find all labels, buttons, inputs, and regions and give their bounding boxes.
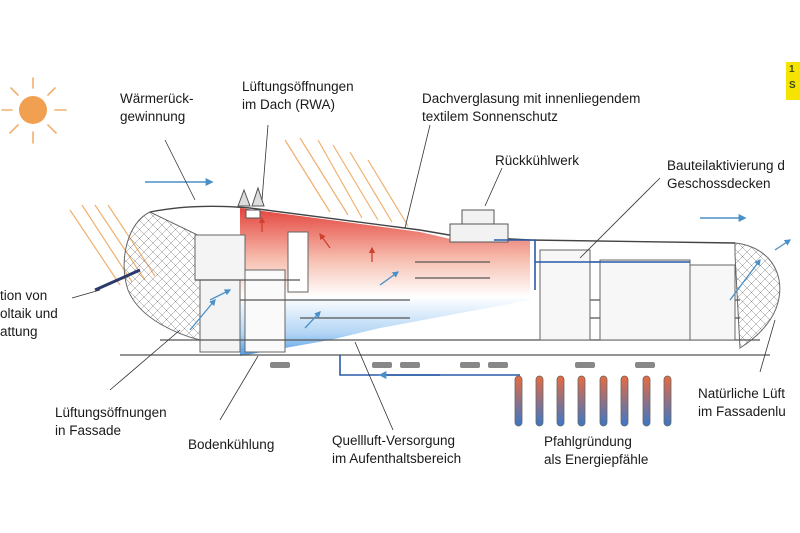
- label-roof-vents-1: Lüftungsöffnungen: [242, 79, 354, 94]
- label-roof-glazing-2: textilem Sonnenschutz: [422, 109, 558, 124]
- sun-icon: [1, 77, 67, 144]
- logo: 1 S: [786, 62, 800, 100]
- label-heat-recovery-1: Wärmerück-: [120, 91, 194, 106]
- left-facade-shell: [123, 211, 209, 341]
- label-displacement-1: Quellluft-Versorgung: [332, 433, 456, 448]
- leader-lines: [71, 124, 776, 431]
- pv-panel: [94, 268, 141, 292]
- right-facade-shell: [734, 242, 781, 349]
- label-pv-1: tion von: [0, 288, 48, 303]
- cooling-pipe: [339, 239, 690, 376]
- label-floor-cooling: Bodenkühlung: [188, 437, 275, 452]
- logo-line2: S: [789, 80, 796, 91]
- car-icon: [270, 362, 655, 368]
- solar-rays-roof: [284, 137, 409, 227]
- label-pv-3: attung: [0, 324, 38, 339]
- roof-vent-icon: [237, 186, 265, 219]
- recooler-unit: [449, 209, 509, 243]
- label-facade-vents-2: in Fassade: [55, 423, 122, 438]
- label-heat-recovery-2: gewinnung: [120, 109, 186, 124]
- label-energy-piles-2: als Energiepfähle: [544, 452, 649, 467]
- warm-air-arrows: [258, 216, 376, 262]
- roof-outline: [149, 205, 736, 244]
- label-roof-glazing-1: Dachverglasung mit innenliegendem: [422, 91, 641, 106]
- label-facade-vents-1: Lüftungsöffnungen: [55, 405, 167, 420]
- fresh-air-arrows: [189, 239, 792, 331]
- label-roof-vents-2: im Dach (RWA): [242, 97, 336, 112]
- label-displacement-2: im Aufenthaltsbereich: [332, 451, 462, 466]
- label-natural-vent-2: im Fassadenlu: [698, 404, 786, 419]
- right-building-block: [539, 249, 736, 341]
- label-natural-vent-1: Natürliche Lüft: [698, 386, 786, 401]
- energy-pile-icon: [514, 375, 672, 427]
- label-pv-2: oltaik und: [0, 306, 58, 321]
- label-core-activation-2: Geschossdecken: [667, 176, 771, 191]
- label-recooler: Rückkühlwerk: [495, 153, 580, 168]
- label-core-activation-1: Bauteilaktivierung d: [667, 158, 785, 173]
- wind-arrow-icon: [145, 178, 747, 222]
- logo-line1: 1: [789, 64, 795, 75]
- label-energy-piles-1: Pfahlgründung: [544, 434, 632, 449]
